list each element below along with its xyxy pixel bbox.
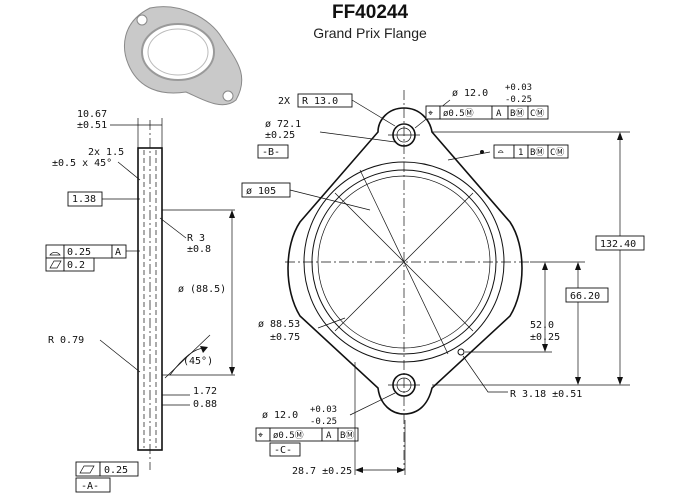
notch [457, 348, 465, 356]
datum-b-box [257, 144, 289, 159]
hole-fcf-bottom-tol: ø0.5Ⓜ [273, 430, 304, 441]
side-view: 10.67 ±0.51 2x 1.5 ±0.5 x 45° 1.38 0.25 … [45, 109, 235, 493]
radius-3-tol: ±0.8 [187, 244, 211, 255]
profile-symbol-icon [49, 251, 61, 256]
hole-fcf-bottom-datum-b: BⓂ [340, 430, 354, 441]
chamfer-dim: 2x 1.5 [88, 147, 124, 158]
datum-c-box [269, 442, 301, 457]
fcf-flat-value: 0.2 [67, 260, 85, 271]
inner-diameter: ø 88.53 [258, 319, 300, 330]
fcf-bottom-value: 0.25 [104, 465, 128, 476]
bolt-circle-tol: ±0.25 [265, 130, 295, 141]
flatness-symbol-icon [49, 260, 62, 269]
hole-diameter-minus: -0.25 [505, 95, 532, 105]
inner-diameter-tol: ±0.75 [270, 332, 300, 343]
outer-diameter: ø 105 [246, 186, 276, 197]
dim-088: 0.88 [193, 399, 217, 410]
fcf-profile-value: 0.25 [67, 247, 91, 258]
slot-radius-prefix: 2X [278, 96, 290, 107]
horizontal-offset: 28.7 ±0.25 [292, 466, 352, 477]
hole-fcf-bottom-datum-a: A [326, 431, 332, 441]
hole-fcf-top-tol: ø0.5Ⓜ [443, 108, 474, 119]
profile-fcf-tol: 1 [518, 148, 523, 158]
profile-fcf-datum-b: BⓂ [530, 147, 544, 158]
datum-c: -C- [274, 445, 292, 456]
fcf-profile-datum: A [115, 247, 121, 258]
slot-radius: R 13.0 [302, 96, 338, 107]
bore-ref-dim: ø (88.5) [178, 284, 226, 295]
datum-b: -B- [262, 147, 280, 158]
hole-fcf-top-datum-b: BⓂ [510, 108, 524, 119]
position-symbol-icon: ⌖ [428, 109, 433, 119]
radius-079-dim: R 0.79 [48, 335, 84, 346]
thickness-dim: 10.67 [77, 109, 107, 120]
offset-dim: 52.0 [530, 320, 554, 331]
datum-a-box [75, 477, 111, 493]
profile-symbol-icon: ⌓ [498, 148, 504, 158]
hole-diameter-bottom: ø 12.0 [262, 410, 298, 421]
radius-3-dim: R 3 [187, 233, 205, 244]
chamfer-tol: ±0.5 x 45° [52, 158, 112, 169]
flatness-symbol-icon [79, 465, 95, 474]
hole-diameter-bottom-minus: -0.25 [310, 417, 337, 427]
hole-fcf-top-datum-a: A [496, 109, 502, 119]
hole-fcf-top-datum-c: CⓂ [530, 108, 544, 119]
angle-ref: (45°) [183, 356, 213, 367]
part-name-subtitle: Grand Prix Flange [313, 25, 427, 41]
overall-height-box [595, 235, 645, 251]
half-height: 66.20 [570, 291, 600, 302]
datum-a: -A- [81, 481, 99, 492]
hole-diameter-plus: +0.03 [505, 83, 532, 93]
position-symbol-icon: ⌖ [258, 431, 263, 441]
dim-172: 1.72 [193, 386, 217, 397]
thickness-tol: ±0.51 [77, 120, 107, 131]
half-height-box [565, 287, 609, 303]
hole-diameter-bottom-plus: +0.03 [310, 405, 337, 415]
notch-radius: R 3.18 ±0.51 [510, 389, 582, 400]
bolt-circle-dim: ø 72.1 [265, 119, 301, 130]
hole-diameter: ø 12.0 [452, 88, 488, 99]
part-number-title: FF40244 [331, 2, 409, 23]
dim-138: 1.38 [72, 194, 96, 205]
overall-height: 132.40 [600, 239, 636, 250]
front-view: 2X R 13.0 ø 12.0 +0.03 -0.25 ⌖ ø0.5Ⓜ A B… [241, 83, 645, 477]
flange-photo [124, 6, 243, 106]
offset-tol: ±0.25 [530, 332, 560, 343]
profile-fcf-datum-c: CⓂ [550, 147, 564, 158]
